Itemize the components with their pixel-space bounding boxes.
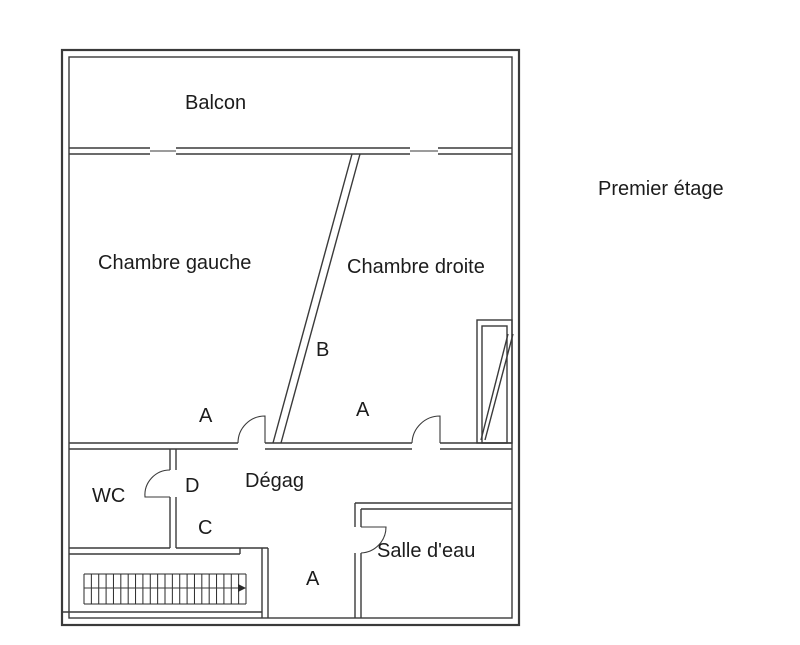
- stair-arrow: [84, 584, 246, 592]
- bathroom-walls: [354, 502, 512, 618]
- room-label-degag: Dégag: [245, 470, 304, 492]
- room-label-balcon: Balcon: [185, 92, 246, 114]
- room-label-chambre-gauche: Chambre gauche: [98, 252, 251, 274]
- door-bedroom-left: [237, 415, 266, 444]
- closet: [476, 319, 514, 444]
- marker-a-bottom: A: [306, 568, 320, 590]
- staircase: [83, 573, 247, 605]
- door-bedroom-right: [411, 415, 441, 444]
- marker-d: D: [185, 475, 199, 497]
- marker-c: C: [198, 517, 212, 539]
- diagonal-partition: [272, 153, 361, 444]
- outer-walls: [60, 48, 521, 627]
- bedroom-hall-wall: [69, 442, 512, 450]
- room-label-salle-eau: Salle d'eau: [377, 540, 475, 562]
- marker-b: B: [316, 339, 329, 361]
- marker-a-left: A: [199, 405, 213, 427]
- room-label-chambre-droite: Chambre droite: [347, 256, 485, 278]
- floor-title: Premier étage: [598, 178, 724, 200]
- balcony-wall: [69, 147, 512, 155]
- stair-walls: [62, 547, 269, 618]
- room-label-wc: WC: [92, 485, 125, 507]
- wc-walls: [69, 449, 177, 555]
- marker-a-right: A: [356, 399, 370, 421]
